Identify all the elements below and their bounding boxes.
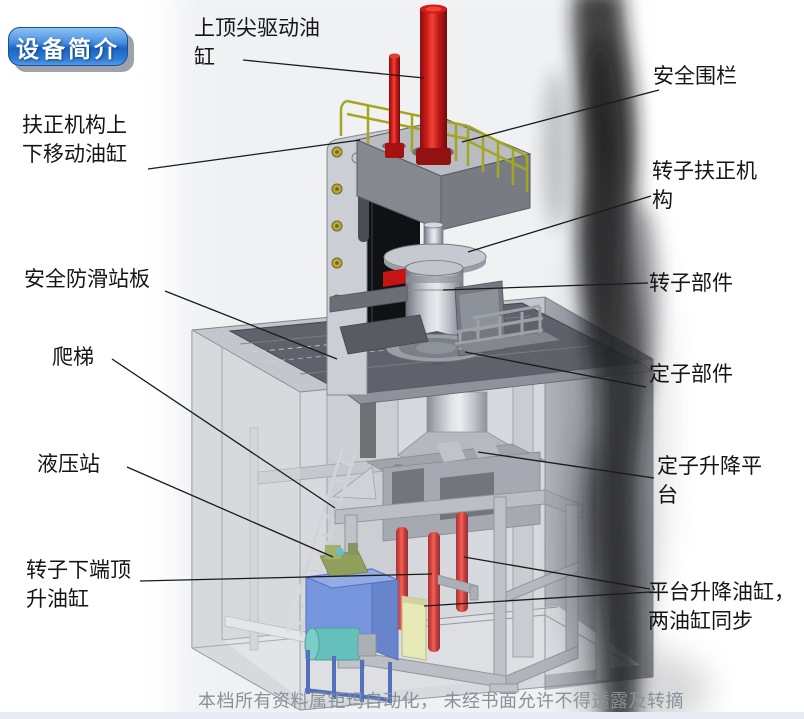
label-centering-mech-cylinder: 扶正机构上下移动油缸 [22,113,127,166]
intro-badge: 设备简介 [8,27,128,66]
label-ladder: 爬梯 [52,345,94,369]
label-top-drive-cylinder: 上顶尖驱动油缸 [194,16,320,69]
pit-left-glass [192,330,300,710]
label-hydraulic-station: 液压站 [37,452,100,476]
smoke-plume [543,0,710,719]
label-safety-fence: 安全围栏 [653,64,737,88]
label-stator-component: 定子部件 [649,362,733,386]
label-rotor-component: 转子部件 [649,271,733,295]
top-drive-cylinder-3d [385,4,451,165]
hydraulic-unit [304,543,427,703]
label-platform-lift-cylinders: 平台升降油缸，两油缸同步 [648,580,795,633]
bottom-strip [0,712,804,719]
watermark: 本档所有资料属钜玛自动化， 未经书面允许不得透露及转摘 [198,691,684,711]
label-stator-lift-platform: 定子升降平台 [657,454,762,507]
platform-rail-base [455,332,560,353]
cage-frame [334,489,583,693]
leader-lines [111,59,660,607]
label-anti-slip-platform: 安全防滑站板 [24,267,150,291]
inner-structure [224,332,611,703]
label-rotor-centering-mech: 转子扶正机构 [652,159,757,212]
label-rotor-bottom-jack: 转子下端顶升油缸 [26,558,131,611]
